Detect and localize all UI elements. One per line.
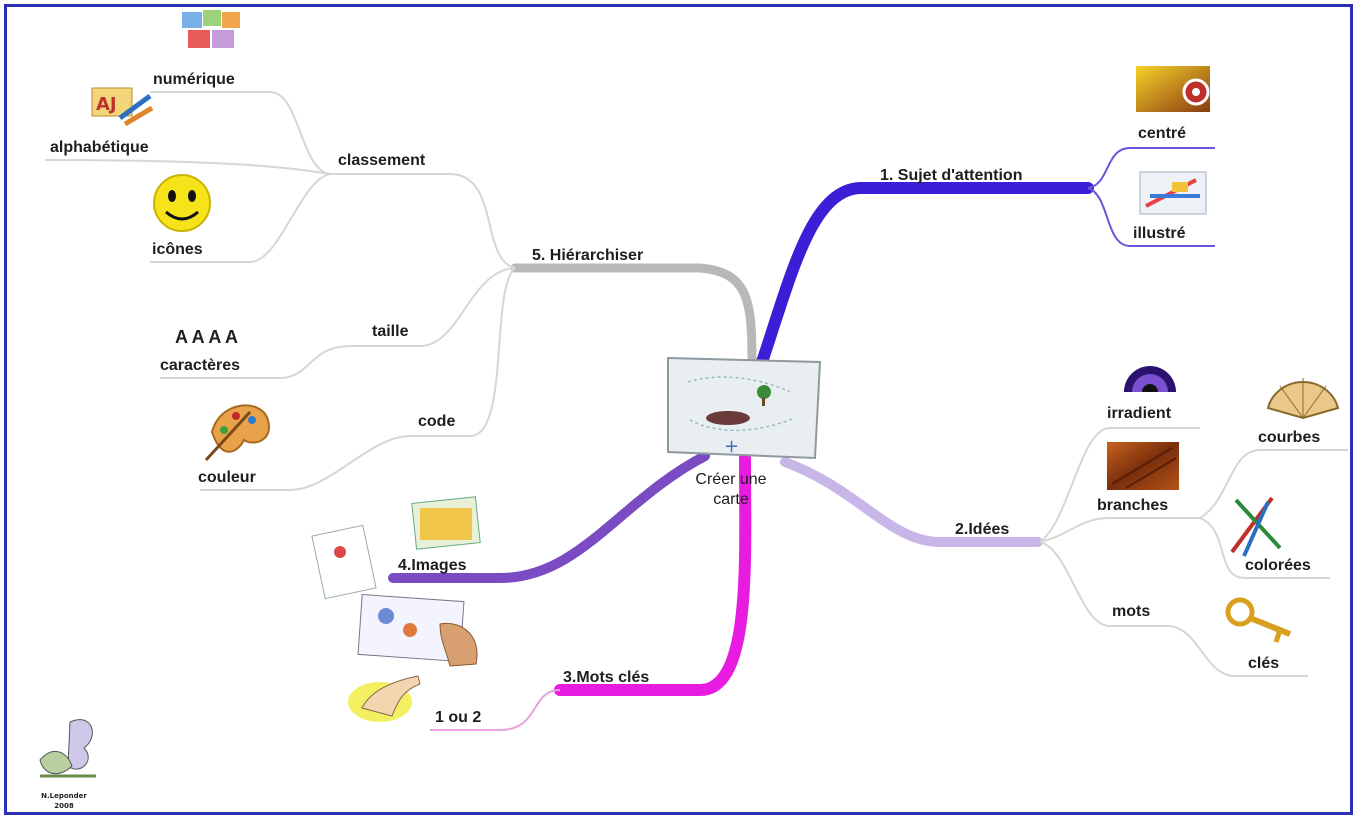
label-classement: classement <box>338 152 426 169</box>
colored-pencils-icon <box>1230 496 1282 557</box>
smiley-icon <box>153 174 211 232</box>
alphabet-blocks-icon: AJ <box>91 87 154 127</box>
svg-text:+: + <box>724 436 739 457</box>
pointing-hand-icon <box>348 675 421 722</box>
branch-motscles-label: 3.Mots clés <box>563 669 649 686</box>
branch-hierarchiser-line <box>510 263 757 367</box>
label-caracteres: caractères <box>160 357 240 374</box>
center-label-line1: Créer une <box>695 471 766 488</box>
svg-text:AJ: AJ <box>96 94 117 115</box>
peacock-fan-icon <box>1124 366 1176 392</box>
sub-branch-motscles <box>430 689 561 731</box>
label-numerique: numérique <box>153 71 235 88</box>
signature-name: N.Leponder <box>41 792 87 800</box>
label-cles: clés <box>1248 655 1279 672</box>
key-icon <box>1225 597 1292 643</box>
label-mots: mots <box>1112 603 1150 620</box>
branch-sujet-line <box>754 182 1094 374</box>
sub-branches <box>44 91 1348 677</box>
label-couleur: couleur <box>198 469 256 486</box>
fan-icon <box>1266 378 1340 420</box>
wood-texture-icon <box>1107 442 1179 490</box>
sub-branch-sujet <box>1087 147 1215 247</box>
label-aaaa: A A A A <box>175 327 238 347</box>
label-1ou2: 1 ou 2 <box>435 709 481 726</box>
palette-icon <box>204 404 271 462</box>
label-irradient: irradient <box>1107 405 1172 422</box>
drawing-supplies-icon <box>1139 171 1207 215</box>
signature-year: 2008 <box>54 802 74 810</box>
center-label-line2: carte <box>713 491 749 508</box>
drawing-hand-icon <box>357 593 478 667</box>
label-courbes: courbes <box>1258 429 1320 446</box>
label-centre: centré <box>1138 125 1186 142</box>
label-taille: taille <box>372 323 409 340</box>
branch-sujet-label: 1. Sujet d'attention <box>880 167 1022 184</box>
numeric-blocks-icon <box>182 10 240 48</box>
branch-motscles-line <box>554 452 752 696</box>
label-code: code <box>418 413 455 430</box>
branch-images-label: 4.Images <box>398 557 467 574</box>
label-alphabetique: alphabétique <box>50 139 149 156</box>
branch-hierarchiser-label: 5. Hiérarchiser <box>532 247 643 264</box>
center-map-image: + <box>667 356 822 460</box>
photo-frames-icon <box>311 496 481 600</box>
label-icones: icônes <box>152 241 203 258</box>
branch-idees-label: 2.Idées <box>955 521 1009 538</box>
target-sun-icon <box>1136 66 1210 112</box>
branch-images-line <box>388 451 710 583</box>
branch-idees-line <box>780 457 1043 547</box>
butterfly-signature-icon <box>39 719 96 778</box>
label-colorees: colorées <box>1245 557 1311 574</box>
label-illustre: illustré <box>1133 225 1186 242</box>
label-branches: branches <box>1097 497 1168 514</box>
